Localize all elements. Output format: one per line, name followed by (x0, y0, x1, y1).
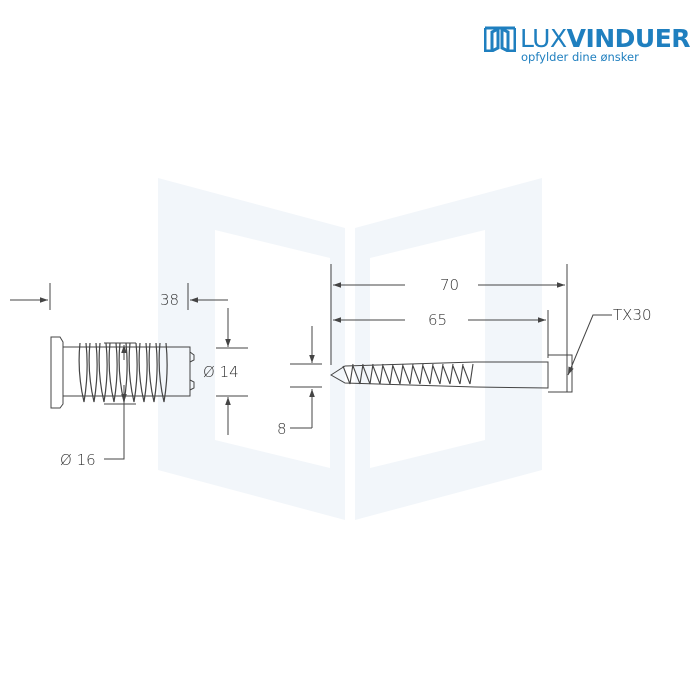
thread-turn (128, 342, 138, 403)
threaded-sleeve (50, 336, 195, 460)
outer-diameter-label: Ø 16 (60, 451, 96, 469)
drive-type-label: TX30 (613, 306, 652, 324)
screw-thread-turn (382, 363, 394, 385)
watermark (158, 178, 542, 520)
screw-thread-turn (412, 363, 424, 385)
screw-thread-turn (462, 363, 474, 385)
screw-thread-turn (352, 363, 364, 385)
thread-turn (158, 342, 168, 403)
thread-turn (108, 342, 118, 403)
logo-wordmark: LUXVINDUER (520, 24, 691, 53)
screw-thread-turn (372, 363, 384, 385)
thread-turn (148, 342, 158, 403)
screw-thread-turn (392, 363, 404, 385)
screw (330, 354, 573, 393)
screw-thread-turn (342, 363, 354, 385)
screw-thread-turn (452, 363, 464, 385)
window-logo-icon (484, 26, 516, 52)
screw-diameter-label: 8 (277, 420, 287, 438)
screw-thread-turn (432, 363, 444, 385)
inner-diameter-label: Ø 14 (203, 363, 239, 381)
thread-turn (138, 342, 148, 403)
screw-thread-turn (402, 363, 414, 385)
thread-turn (118, 342, 128, 403)
overall-length-label: 70 (440, 276, 459, 294)
thread-turn (98, 342, 108, 403)
logo-tagline: opfylder dine ønsker (521, 50, 639, 64)
screw-thread-turn (422, 363, 434, 385)
thread-turn (78, 342, 88, 403)
thread-turn (88, 342, 98, 403)
sleeve-length-label: 38 (160, 291, 179, 309)
screw-thread-turn (362, 363, 374, 385)
thread-length-label: 65 (428, 311, 447, 329)
screw-thread-turn (442, 363, 454, 385)
